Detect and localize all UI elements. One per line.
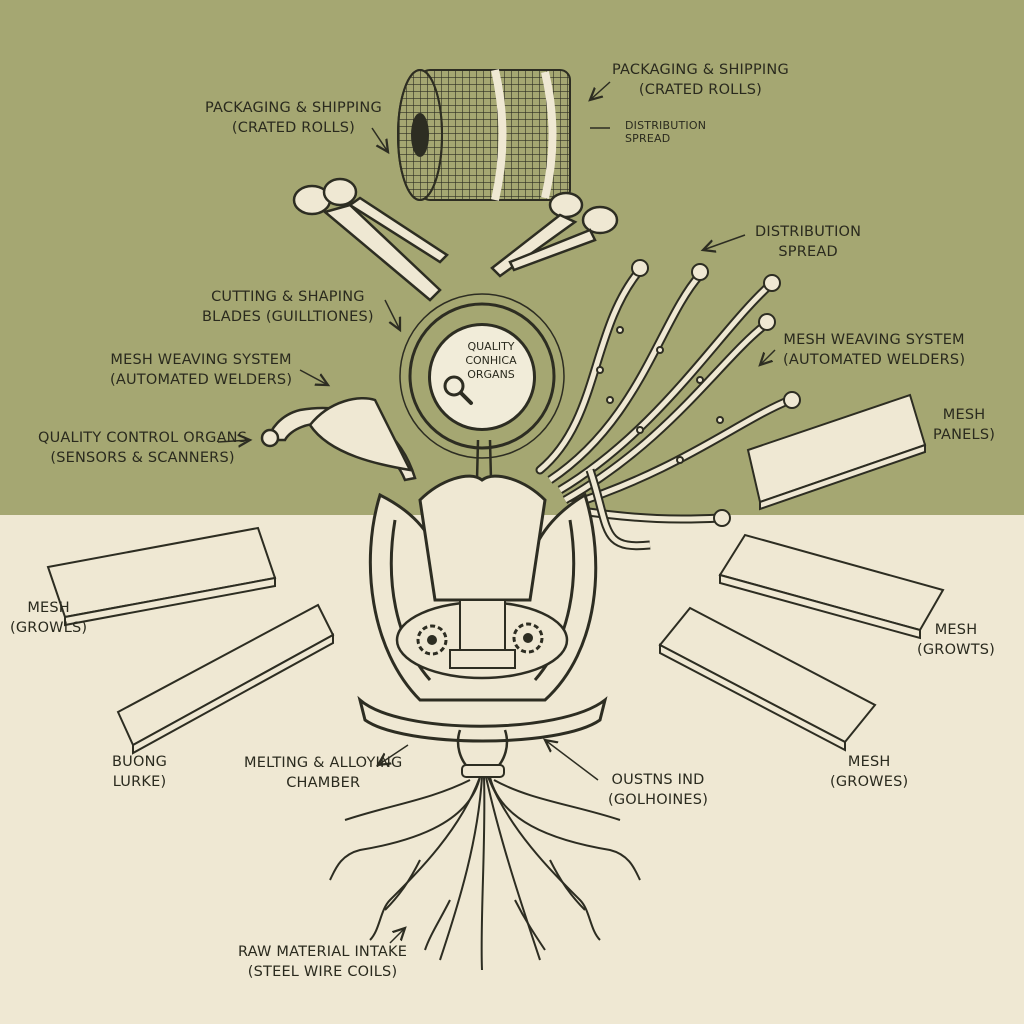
label-text: (STEEL WIRE COILS) — [247, 964, 398, 980]
mesh-panel-icon — [718, 533, 945, 640]
label-text: (AUTOMATED WELDERS) — [110, 372, 293, 388]
scissors-icon — [292, 177, 449, 302]
label-text: MESH WEAVING SYSTEM — [783, 332, 965, 348]
mesh-panel-icon — [46, 526, 277, 627]
label-melting-chamber: MELTING & ALLOYING CHAMBER — [244, 753, 403, 793]
label-text: (CRATED ROLLS) — [638, 82, 763, 98]
label-text: QUALITY CONTROL ORGANS — [38, 430, 248, 446]
label-text: BUONG — [112, 754, 168, 770]
label-text: (GROWLS) — [10, 620, 88, 636]
label-text: MESH — [942, 407, 986, 423]
hub-label-line2: CONHICA — [465, 354, 517, 367]
gear-icon — [416, 624, 448, 656]
label-text: SPREAD — [778, 244, 838, 260]
label-mesh-growes: MESH (GROWES) — [830, 752, 908, 792]
label-text: OUSTNS IND — [611, 772, 705, 788]
label-text: MELTING & ALLOYING — [244, 755, 403, 771]
label-text: BLADES (GUILLTIONES) — [202, 309, 374, 325]
label-text: DISTRIBUTION — [625, 119, 707, 132]
label-oustns: OUSTNS IND (GOLHOINES) — [608, 770, 708, 810]
label-text: DISTRIBUTION — [755, 224, 862, 240]
label-distribution-small: DISTRIBUTION SPREAD — [625, 119, 706, 145]
label-text: CHAMBER — [286, 775, 361, 791]
label-text: (SENSORS & SCANNERS) — [50, 450, 235, 466]
label-weaving-right: MESH WEAVING SYSTEM (AUTOMATED WELDERS) — [783, 330, 965, 370]
magnifier-icon — [443, 375, 473, 405]
label-mesh-panels: MESH PANELS) — [933, 405, 995, 445]
label-packaging-left: PACKAGING & SHIPPING (CRATED ROLLS) — [205, 98, 382, 138]
label-text: MESH WEAVING SYSTEM — [110, 352, 292, 368]
hub-label-line3: ORGANS — [467, 368, 515, 381]
label-weaving-left: MESH WEAVING SYSTEM (AUTOMATED WELDERS) — [110, 350, 292, 390]
label-text: (GROWES) — [830, 774, 909, 790]
label-text: PANELS) — [933, 427, 996, 443]
quality-control-hub — [428, 323, 536, 431]
label-text: MESH — [27, 600, 70, 616]
label-text: LURKE) — [112, 774, 167, 790]
label-text: CUTTING & SHAPING — [211, 289, 365, 305]
label-raw-material: RAW MATERIAL INTAKE (STEEL WIRE COILS) — [238, 942, 407, 982]
label-mesh-growls: MESH (GROWLS) — [10, 598, 87, 638]
roots-icon — [329, 776, 641, 971]
label-mesh-growts: MESH (GROWTS) — [917, 620, 995, 660]
label-text: (GOLHOINES) — [608, 792, 709, 808]
quality-control-arm — [260, 397, 417, 482]
label-cutting: CUTTING & SHAPING BLADES (GUILLTIONES) — [202, 287, 374, 327]
label-distribution: DISTRIBUTION SPREAD — [755, 222, 861, 262]
label-text: SPREAD — [625, 132, 671, 145]
scissors-icon — [490, 191, 619, 278]
label-buong-lurke: BUONG LURKE) — [112, 752, 167, 792]
label-text: (CRATED ROLLS) — [231, 120, 356, 136]
label-packaging-top-right: PACKAGING & SHIPPING (CRATED ROLLS) — [612, 60, 789, 100]
hub-label-line1: QUALITY — [467, 340, 515, 353]
label-text: (GROWTS) — [917, 642, 996, 658]
label-text: MESH — [847, 754, 891, 770]
label-text: PACKAGING & SHIPPING — [205, 100, 382, 116]
label-text: RAW MATERIAL INTAKE — [238, 944, 408, 960]
mesh-panel-icon — [658, 606, 877, 752]
mesh-panel-icon — [116, 603, 335, 755]
label-text: (AUTOMATED WELDERS) — [783, 352, 966, 368]
gear-icon — [512, 622, 544, 654]
hub-label: QUALITY CONHICA ORGANS — [446, 340, 536, 382]
label-text: MESH — [934, 622, 978, 638]
mesh-roll-icon — [397, 69, 571, 201]
distribution-arms — [535, 265, 792, 551]
mesh-panel-icon — [746, 393, 927, 511]
label-text: PACKAGING & SHIPPING — [612, 62, 789, 78]
label-quality-control: QUALITY CONTROL ORGANS (SENSORS & SCANNE… — [38, 428, 247, 468]
